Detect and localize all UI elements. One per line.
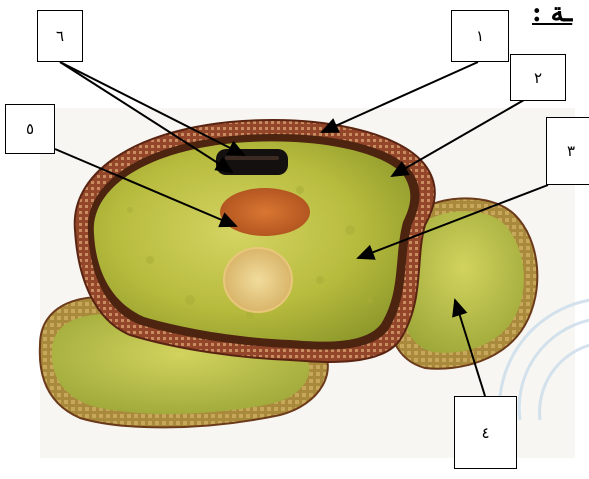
orange-body — [220, 188, 310, 236]
label-box-5: ٥ — [5, 104, 55, 154]
black-body — [216, 149, 288, 175]
label-box-2: ٢ — [510, 54, 566, 101]
label-box-1: ١ — [451, 10, 509, 62]
embryo-pale-body — [224, 248, 292, 312]
label-box-4: ٤ — [454, 396, 517, 469]
label-box-6: ٦ — [37, 10, 83, 62]
heading-fragment: ـة : — [532, 0, 572, 28]
label-box-3: ٣ — [546, 117, 589, 185]
